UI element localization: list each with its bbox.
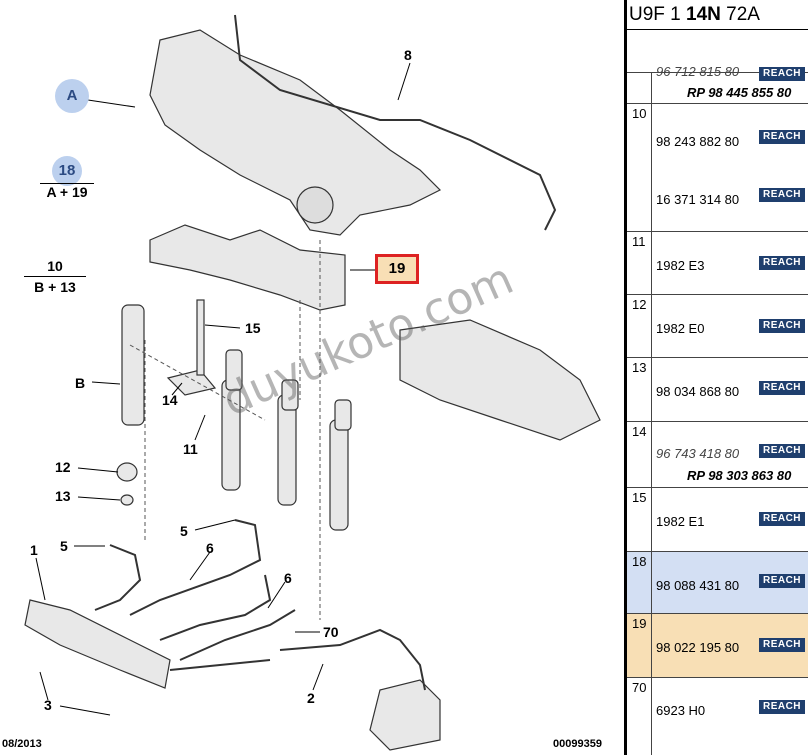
- parts-row-highlighted-18[interactable]: 18 98 088 431 80 REACH: [627, 552, 808, 614]
- rail-support-19-shape: [149, 224, 346, 311]
- exploded-parts-diagram: duyukoto.com A 18 A + 19 10 B + 13 19 8 …: [2, 14, 602, 751]
- part-ref: 96 712 815 80: [656, 64, 740, 79]
- label-11: 11: [183, 441, 198, 457]
- label-3: 3: [44, 697, 52, 713]
- callout-A: A: [55, 79, 89, 113]
- kit-18-contents: A + 19: [36, 183, 98, 200]
- part-ref: 98 088 431 80: [656, 578, 740, 593]
- label-70: 70: [323, 624, 339, 640]
- row-number: [627, 72, 652, 103]
- footer-code: 00099359: [553, 738, 602, 750]
- callout-18: 18: [52, 156, 82, 186]
- label-B: B: [75, 375, 86, 391]
- reach-badge: REACH: [759, 188, 805, 202]
- row-number: 70: [627, 678, 652, 755]
- row-number: 12: [627, 295, 652, 357]
- part-ref: 1982 E0: [656, 321, 705, 336]
- part-ref: 6923 H0: [656, 703, 706, 718]
- part-ref: 1982 E1: [656, 514, 705, 529]
- reach-badge: REACH: [759, 67, 805, 81]
- parts-row[interactable]: 13 98 034 868 80 REACH: [627, 358, 808, 422]
- parts-row[interactable]: 96 712 815 80 REACH RP 98 445 855 80: [627, 64, 808, 104]
- label-12: 12: [55, 459, 71, 475]
- reach-badge: REACH: [759, 512, 805, 526]
- part-ref: 16 371 314 80: [656, 192, 740, 207]
- reach-badge: REACH: [759, 256, 805, 270]
- panel-divider: [624, 0, 627, 755]
- parts-row-highlighted-19[interactable]: 19 98 022 195 80 REACH: [627, 614, 808, 678]
- row-number: 19: [627, 614, 652, 677]
- part-ref: 98 022 195 80: [656, 640, 740, 655]
- parts-row[interactable]: 11 1982 E3 REACH: [627, 232, 808, 295]
- row-number: 15: [627, 488, 652, 551]
- label-6-lower: 6: [284, 570, 292, 586]
- reach-badge: REACH: [759, 381, 805, 395]
- kit-10-contents: 10 B + 13: [20, 258, 90, 295]
- parts-row[interactable]: 14 96 743 418 80 REACH RP 98 303 863 80: [627, 422, 808, 488]
- reach-badge: REACH: [759, 574, 805, 588]
- parts-row[interactable]: 10 98 243 882 80 REACH 16 371 314 80 REA…: [627, 104, 808, 232]
- reach-badge: REACH: [759, 319, 805, 333]
- common-rail-1-shape: [24, 599, 171, 689]
- part-ref-replacement: RP 98 303 863 80: [687, 468, 792, 483]
- reach-badge: REACH: [759, 700, 805, 714]
- row-number: 18: [627, 552, 652, 613]
- reach-badge: REACH: [759, 638, 805, 652]
- engine-code-header: U9F 1 14N 72A: [627, 0, 808, 30]
- parts-row[interactable]: 70 6923 H0 REACH: [627, 678, 808, 755]
- highlighted-callout-19[interactable]: 19: [375, 254, 419, 284]
- part-ref: 96 743 418 80: [656, 446, 740, 461]
- row-number: 10: [627, 104, 652, 231]
- label-13: 13: [55, 488, 71, 504]
- label-5-right: 5: [180, 523, 188, 539]
- label-2: 2: [307, 690, 315, 706]
- injector-B-shape: [121, 304, 145, 426]
- label-14: 14: [162, 392, 178, 408]
- row-number: 13: [627, 358, 652, 421]
- row-number: 14: [627, 422, 652, 487]
- blank-header-area: [627, 30, 808, 73]
- parts-list-panel: U9F 1 14N 72A 96 712 815 80 REACH RP 98 …: [627, 0, 808, 755]
- reach-badge: REACH: [759, 444, 805, 458]
- footer-date: 08/2013: [2, 738, 42, 750]
- part-ref: 98 034 868 80: [656, 384, 740, 399]
- parts-row[interactable]: 15 1982 E1 REACH: [627, 488, 808, 552]
- label-6-upper: 6: [206, 540, 214, 556]
- intake-manifold-shape: [149, 29, 442, 236]
- parts-drawing: [24, 14, 601, 751]
- part-ref: 98 243 882 80: [656, 134, 740, 149]
- label-8: 8: [404, 47, 412, 63]
- label-5-left: 5: [60, 538, 68, 554]
- label-15: 15: [245, 320, 261, 336]
- parts-row[interactable]: 12 1982 E0 REACH: [627, 295, 808, 358]
- part-ref: 1982 E3: [656, 258, 705, 273]
- reach-badge: REACH: [759, 130, 805, 144]
- part-ref-replacement: RP 98 445 855 80: [687, 85, 792, 100]
- label-1: 1: [30, 542, 38, 558]
- row-number: 11: [627, 232, 652, 294]
